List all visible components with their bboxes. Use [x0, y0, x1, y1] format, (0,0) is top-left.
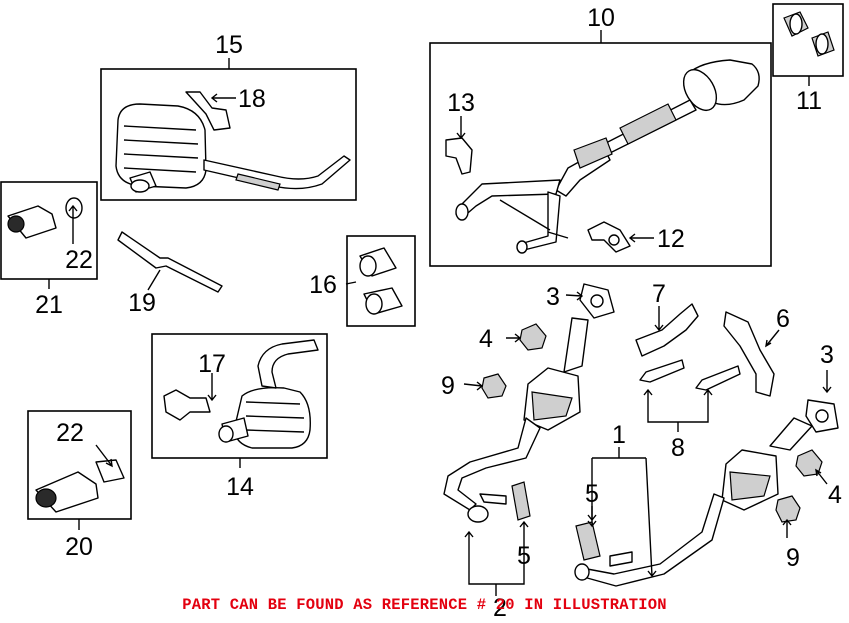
- callout-21: 21: [35, 291, 63, 319]
- callout-2: 2: [493, 594, 507, 622]
- rear-muffler-15: [115, 91, 351, 193]
- callout-9-lower: 9: [786, 544, 800, 572]
- nut-4-upper: [519, 323, 547, 351]
- callout-3-upper: 3: [546, 283, 560, 311]
- callout-7: 7: [652, 280, 666, 308]
- callout-11: 11: [796, 87, 822, 115]
- heat-shield-19: [117, 231, 223, 293]
- callout-20: 20: [65, 533, 93, 561]
- hanger-12-bushing: [608, 234, 620, 246]
- clamps-11: [783, 11, 835, 57]
- leader-lines: [48, 30, 832, 596]
- callout-5-right: 5: [585, 480, 599, 508]
- callout-4-upper: 4: [479, 325, 493, 353]
- callout-18: 18: [238, 85, 266, 113]
- catalytic-converter-pipe-left: [443, 317, 589, 523]
- muffler-14: [218, 339, 319, 449]
- bracket-6: [723, 311, 775, 397]
- callout-22-upper: 22: [65, 246, 93, 274]
- exhaust-tip-21: [7, 197, 83, 239]
- intermediate-pipe-10: [455, 59, 760, 254]
- insulator-5-right: [575, 521, 601, 561]
- insulator-5-left: [511, 481, 531, 521]
- callout-19: 19: [128, 289, 156, 317]
- callout-13: 13: [447, 89, 475, 117]
- callout-6: 6: [776, 305, 790, 333]
- callout-12: 12: [657, 225, 685, 253]
- callout-16: 16: [309, 271, 337, 299]
- callout-9-upper: 9: [441, 372, 455, 400]
- bracket-13: [445, 137, 473, 175]
- bracket-7: [635, 303, 699, 357]
- bolt-8-right: [695, 365, 741, 391]
- callout-14: 14: [226, 473, 254, 501]
- reference-notice: PART CAN BE FOUND AS REFERENCE # 20 IN I…: [182, 596, 667, 614]
- callout-8: 8: [671, 434, 685, 462]
- bolt-8-left: [639, 359, 685, 383]
- gasket-3-lower-hole: [815, 409, 829, 423]
- gasket-3-upper-hole: [590, 294, 604, 308]
- callout-numbers: 15 18 10 11 13 12 22 21 19 16 17 14 22 2…: [35, 4, 842, 622]
- box-clamps-11: [772, 3, 844, 77]
- hanger-12: [587, 221, 631, 253]
- clamps-16: [359, 247, 403, 315]
- callout-1: 1: [612, 421, 626, 449]
- callout-3-lower: 3: [820, 341, 834, 369]
- callout-4-lower: 4: [828, 481, 842, 509]
- nut-9-lower: [775, 495, 801, 523]
- callout-17: 17: [198, 350, 226, 378]
- catalytic-converter-pipe-right: [574, 417, 813, 587]
- box-clamps-16: [346, 235, 416, 327]
- nut-9-upper: [481, 373, 507, 399]
- callout-10: 10: [587, 4, 615, 32]
- exhaust-tip-20: [35, 459, 125, 513]
- callout-22-lower: 22: [56, 419, 84, 447]
- callout-15: 15: [215, 31, 243, 59]
- callout-5-left: 5: [517, 542, 531, 570]
- hanger-17: [163, 389, 211, 421]
